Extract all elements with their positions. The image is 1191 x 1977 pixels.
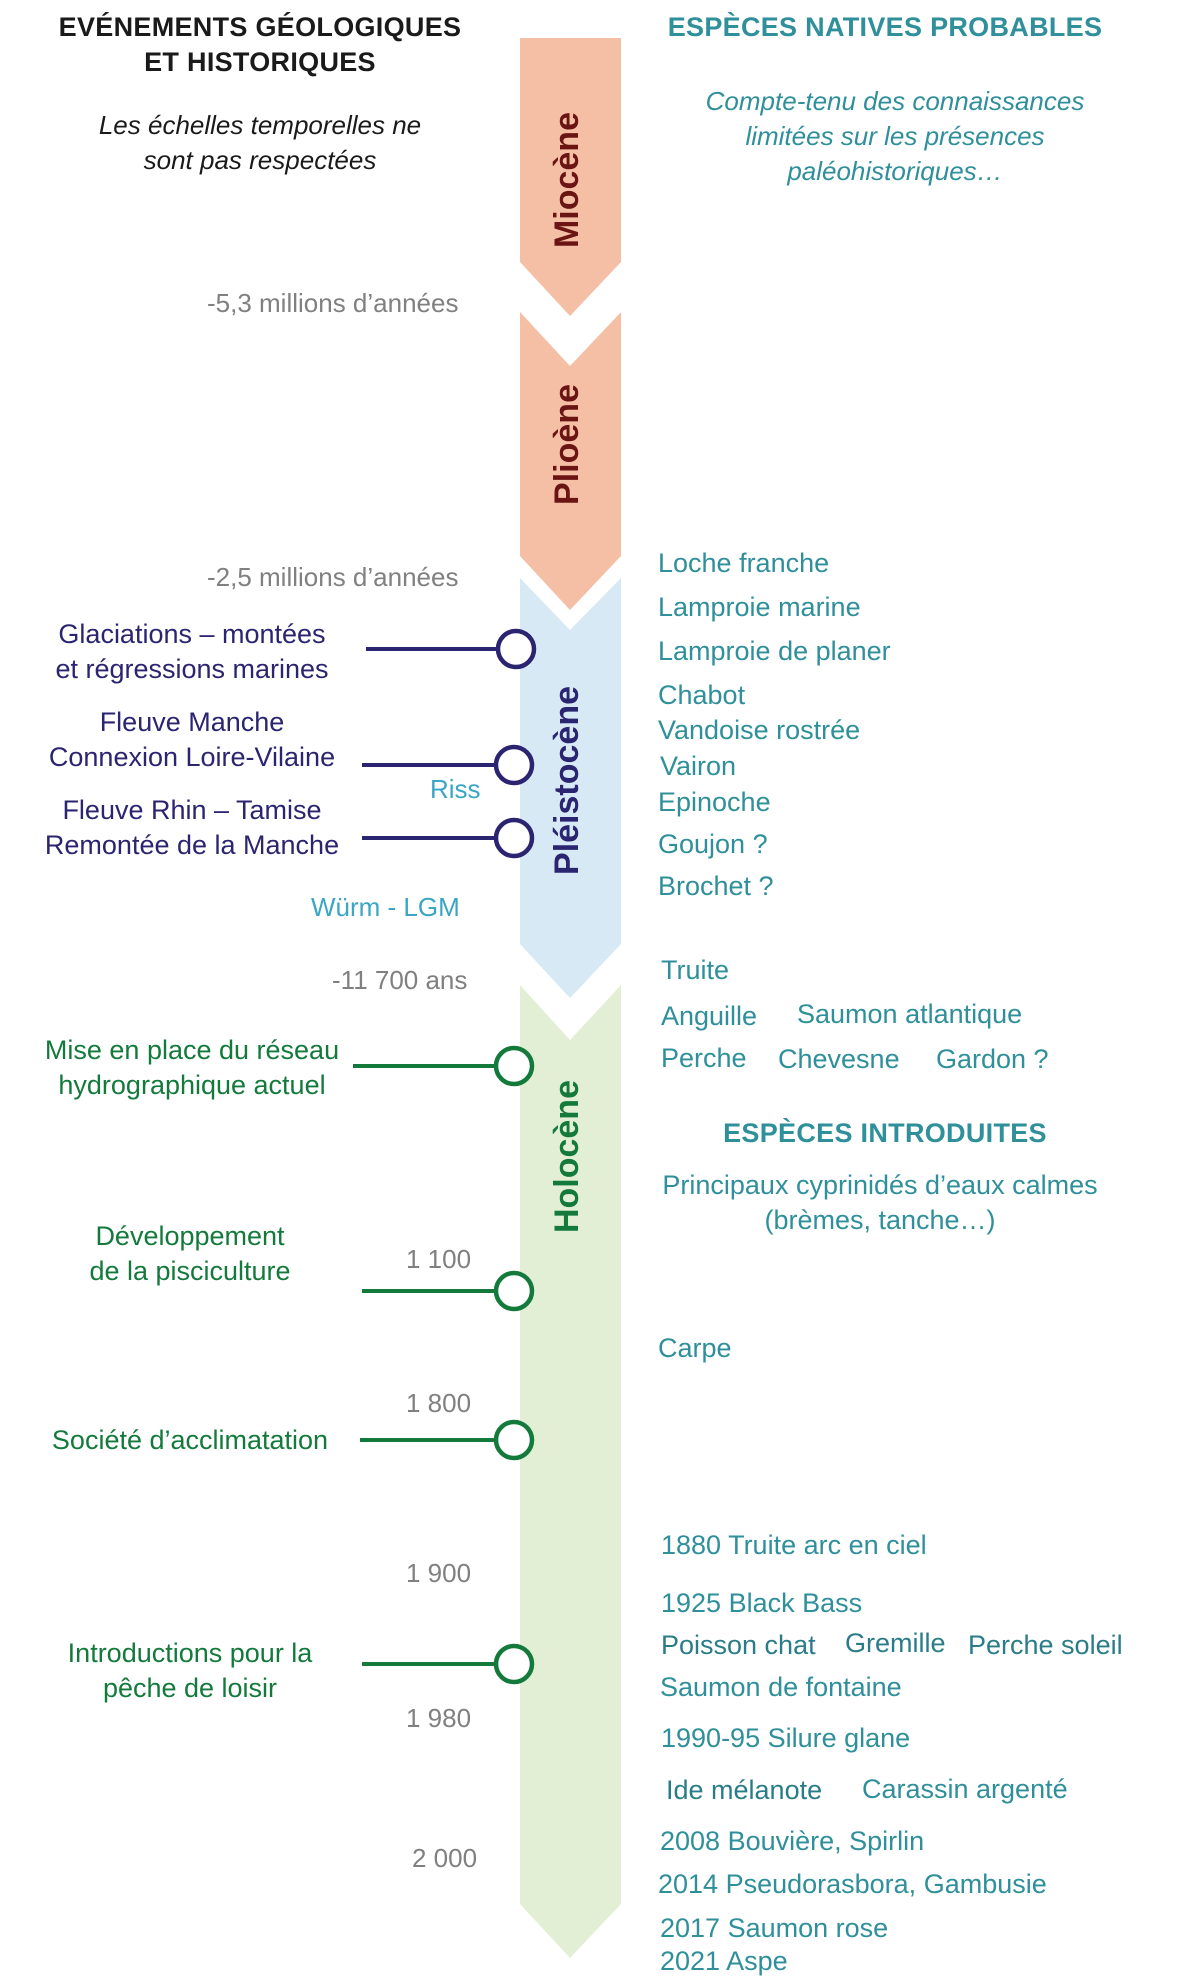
event-peche-loisir: Introductions pour la pêche de loisir — [20, 1636, 360, 1706]
right-note-line-2: limitées sur les présences — [745, 121, 1045, 151]
introduced-truite-arc-en-ciel: 1880 Truite arc en ciel — [661, 1530, 927, 1560]
event-peche-loisir-line-1: Introductions pour la — [67, 1638, 313, 1668]
date-label-1800: 1 800 — [406, 1388, 472, 1418]
era-band-pleistocene — [520, 578, 621, 998]
event-pisciculture-line-1: Développement — [95, 1221, 285, 1251]
event-glaciations-line-2: et régressions marines — [55, 654, 329, 684]
event-reseau-line-1: Mise en place du réseau — [44, 1035, 340, 1065]
introduced-aspe: 2021 Aspe — [660, 1946, 788, 1976]
left-header-note: Les échelles temporelles ne sont pas res… — [60, 108, 460, 178]
event-pisciculture-line-2: de la pisciculture — [89, 1256, 291, 1286]
introduced-saumon-fontaine: Saumon de fontaine — [660, 1672, 902, 1702]
introduced-poisson-chat: Poisson chat — [661, 1630, 816, 1660]
connector-peche-loisir — [362, 1643, 535, 1685]
species-vandoise-rostree: Vandoise rostrée — [658, 715, 861, 745]
event-glaciations-line-1: Glaciations – montées — [58, 619, 326, 649]
connector-fleuve-rhin — [362, 817, 535, 859]
left-header-title: EVÉNEMENTS GÉOLOGIQUES ET HISTORIQUES — [40, 10, 480, 80]
introduced-silure-glane: 1990-95 Silure glane — [661, 1723, 911, 1753]
connector-glaciations — [366, 628, 537, 670]
event-glaciations: Glaciations – montées et régressions mar… — [22, 617, 362, 687]
introduced-carpe: Carpe — [658, 1333, 732, 1363]
species-goujon: Goujon ? — [658, 829, 768, 859]
species-epinoche: Epinoche — [658, 787, 771, 817]
event-reseau-hydrographique: Mise en place du réseau hydrographique a… — [22, 1033, 362, 1103]
species-truite: Truite — [661, 955, 730, 985]
event-peche-loisir-line-2: pêche de loisir — [102, 1673, 278, 1703]
era-band-plioene — [520, 312, 621, 610]
introduced-cyprinides: Principaux cyprinidés d’eaux calmes (brè… — [640, 1168, 1120, 1238]
event-pisciculture: Développement de la pisciculture — [20, 1219, 360, 1289]
connector-fleuve-manche — [362, 744, 535, 786]
event-reseau-line-2: hydrographique actuel — [58, 1070, 326, 1100]
event-fleuve-manche: Fleuve Manche Connexion Loire-Vilaine — [22, 705, 362, 775]
event-fleuve-manche-line-2: Connexion Loire-Vilaine — [48, 742, 336, 772]
event-fleuve-rhin: Fleuve Rhin – Tamise Remontée de la Manc… — [22, 793, 362, 863]
introduced-carassin-argente: Carassin argenté — [862, 1774, 1068, 1804]
left-note-line-2: sont pas respectées — [143, 145, 377, 175]
introduced-pseudorasbora-gambusie: 2014 Pseudorasbora, Gambusie — [658, 1869, 1047, 1899]
native-species-note: Compte-tenu des connaissances limitées s… — [660, 84, 1130, 189]
left-header-line-2: ET HISTORIQUES — [144, 47, 376, 77]
introduced-ide-melanote: Ide mélanote — [666, 1775, 823, 1805]
date-label-1100: 1 100 — [406, 1244, 472, 1274]
introduced-black-bass: 1925 Black Bass — [661, 1588, 863, 1618]
species-gardon: Gardon ? — [936, 1044, 1049, 1074]
glaciation-riss-label: Riss — [430, 774, 481, 804]
era-label-pleistocene: Pléistocène — [548, 686, 586, 875]
species-perche: Perche — [661, 1043, 747, 1073]
species-brochet: Brochet ? — [658, 871, 774, 901]
date-label-miocene-end: -5,3 millions d’années — [207, 288, 459, 318]
connector-reseau-hydrographique — [353, 1045, 535, 1087]
species-lamproie-planer: Lamproie de planer — [658, 636, 891, 666]
introduced-perche-soleil: Perche soleil — [968, 1630, 1123, 1660]
introduced-saumon-rose: 2017 Saumon rose — [660, 1913, 889, 1943]
species-anguille: Anguille — [661, 1001, 758, 1031]
era-band-holocene — [520, 985, 621, 1958]
species-lamproie-marine: Lamproie marine — [658, 592, 861, 622]
era-label-holocene: Holocène — [548, 1080, 586, 1234]
species-chevesne: Chevesne — [778, 1044, 900, 1074]
connector-acclimatation — [360, 1419, 535, 1461]
left-note-line-1: Les échelles temporelles ne — [98, 110, 422, 140]
introduced-cyprinides-line-1: Principaux cyprinidés d’eaux calmes — [662, 1170, 1098, 1200]
event-fleuve-rhin-line-1: Fleuve Rhin – Tamise — [62, 795, 322, 825]
species-saumon-atlantique: Saumon atlantique — [797, 999, 1023, 1029]
introduced-gremille: Gremille — [845, 1628, 946, 1658]
event-fleuve-rhin-line-2: Remontée de la Manche — [44, 830, 340, 860]
native-species-title: ESPÈCES NATIVES PROBABLES — [667, 12, 1103, 42]
species-vairon: Vairon — [660, 751, 737, 781]
event-fleuve-manche-line-1: Fleuve Manche — [99, 707, 285, 737]
date-label-plioene-end: -2,5 millions d’années — [207, 562, 459, 592]
left-header-line-1: EVÉNEMENTS GÉOLOGIQUES — [58, 12, 462, 42]
date-label-1900: 1 900 — [406, 1558, 472, 1588]
date-label-1980: 1 980 — [406, 1703, 472, 1733]
introduced-cyprinides-line-2: (brèmes, tanche…) — [764, 1205, 996, 1235]
date-label-2000: 2 000 — [412, 1843, 478, 1873]
era-label-miocene: Miocène — [548, 112, 586, 249]
introduced-species-title: ESPÈCES INTRODUITES — [723, 1118, 1047, 1148]
right-note-line-1: Compte-tenu des connaissances — [705, 86, 1085, 116]
species-chabot: Chabot — [658, 680, 746, 710]
era-band-miocene — [520, 38, 621, 316]
era-label-plioene: Plioène — [548, 384, 586, 505]
glaciation-wurm-label: Würm - LGM — [311, 892, 460, 922]
right-note-line-3: paléohistoriques… — [787, 156, 1003, 186]
introduced-bouviere-spirlin: 2008 Bouvière, Spirlin — [660, 1826, 925, 1856]
connector-pisciculture — [362, 1270, 535, 1312]
event-acclimatation: Société d’acclimatation — [51, 1425, 329, 1455]
species-loche-franche: Loche franche — [658, 548, 830, 578]
date-label-pleistocene-end: -11 700 ans — [332, 965, 468, 995]
